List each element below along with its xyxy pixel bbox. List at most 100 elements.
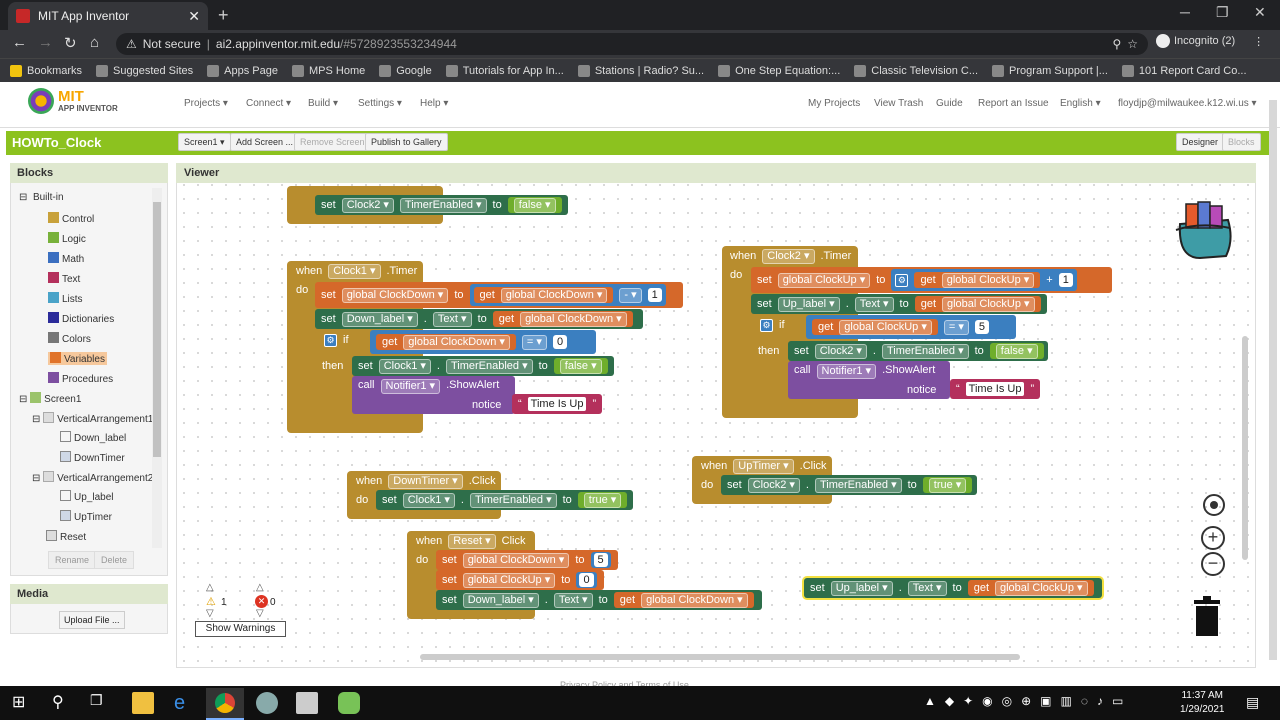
new-tab-button[interactable]: +	[218, 5, 229, 25]
language-select[interactable]: English ▾	[1060, 98, 1101, 109]
menu-dots-icon[interactable]: ⋮	[1253, 35, 1265, 48]
bookmark-item[interactable]: Google	[379, 64, 432, 77]
tree-screen1[interactable]: ⊟ Screen1	[19, 392, 82, 405]
tree-builtin[interactable]: ⊟ Built-in	[19, 192, 64, 203]
menu-build[interactable]: Build ▾	[308, 98, 339, 109]
profile-button[interactable]: Incognito (2) ⋮	[1156, 34, 1264, 48]
drawer-colors[interactable]: Colors	[48, 332, 91, 345]
close-window-icon[interactable]: ✕	[1254, 4, 1266, 20]
remove-screen-button[interactable]: Remove Screen	[294, 133, 371, 151]
bookmark-item[interactable]: Suggested Sites	[96, 64, 193, 77]
image-viewer-icon[interactable]	[296, 692, 318, 714]
warning-up-arrow-icon[interactable]: △	[206, 582, 214, 593]
rename-button[interactable]: Rename	[48, 551, 97, 569]
android-icon[interactable]	[338, 692, 360, 714]
drawer-text[interactable]: Text	[48, 272, 80, 285]
page-scrollbar[interactable]	[1269, 100, 1277, 660]
upload-file-button[interactable]: Upload File ...	[59, 611, 125, 629]
reload-icon[interactable]: ↻	[64, 35, 77, 52]
workspace-v-scrollbar[interactable]	[1242, 336, 1248, 560]
drawer-procedures[interactable]: Procedures	[48, 372, 113, 385]
tree-up-label[interactable]: Up_label	[60, 490, 113, 503]
publish-gallery-button[interactable]: Publish to Gallery	[365, 133, 448, 151]
back-icon[interactable]: ←	[12, 34, 27, 51]
chrome-taskbar-item[interactable]	[206, 688, 244, 720]
menu-settings[interactable]: Settings ▾	[358, 98, 402, 109]
zoom-in-icon[interactable]: +	[1201, 526, 1225, 550]
home-icon[interactable]: ⌂	[90, 34, 100, 51]
account-menu[interactable]: floydjp@milwaukee.k12.wi.us ▾	[1118, 98, 1257, 109]
link-guide[interactable]: Guide	[936, 98, 963, 109]
drawer-dictionaries[interactable]: Dictionaries	[48, 312, 114, 325]
drawer-lists[interactable]: Lists	[48, 292, 83, 305]
bookmark-item[interactable]: Classic Television C...	[854, 64, 978, 77]
forward-icon[interactable]: →	[38, 34, 53, 51]
backpack-icon[interactable]	[1170, 200, 1236, 260]
bookmark-item[interactable]: One Step Equation:...	[718, 64, 840, 77]
drawer-math[interactable]: Math	[48, 252, 84, 265]
blocks-scrollbar[interactable]	[152, 188, 162, 548]
task-view-icon[interactable]: ❐	[90, 692, 103, 708]
privacy-link[interactable]: Privacy Policy and Terms of Use	[560, 680, 689, 690]
blocks-button[interactable]: Blocks	[1222, 133, 1261, 151]
trash-icon[interactable]	[1192, 596, 1222, 636]
close-tab-icon[interactable]: ✕	[188, 7, 200, 24]
delete-button[interactable]: Delete	[94, 551, 135, 569]
windows-start-icon[interactable]: ⊞	[12, 694, 26, 711]
tree-verticalarrangement2[interactable]: ⊟ VerticalArrangement2	[32, 471, 154, 484]
file-explorer-icon[interactable]	[132, 692, 154, 714]
recenter-icon[interactable]	[1203, 494, 1225, 516]
designer-button[interactable]: Designer	[1176, 133, 1225, 151]
browser-tab[interactable]: MIT App Inventor ✕	[8, 2, 208, 30]
add-screen-button[interactable]: Add Screen ...	[230, 133, 300, 151]
tree-down-label[interactable]: Down_label	[60, 431, 126, 444]
star-icon[interactable]: ☆	[1127, 37, 1138, 51]
url-input[interactable]: ⚠ Not secure | ai2.appinventor.mit.edu/#…	[116, 33, 1148, 55]
bookmark-item[interactable]: Program Support |...	[992, 64, 1108, 77]
warning-down-arrow-icon[interactable]: ▽	[206, 608, 214, 619]
taskbar-clock[interactable]: 11:37 AM 1/29/2021	[1180, 690, 1225, 715]
zoom-out-icon[interactable]: −	[1201, 552, 1225, 576]
zoom-icon[interactable]: ⚲	[1112, 37, 1122, 51]
bookmark-item[interactable]: Bookmarks	[10, 64, 82, 77]
screen-select[interactable]: Screen1 ▾	[178, 133, 231, 151]
tree-uptimer[interactable]: UpTimer	[60, 510, 112, 523]
tree-reset[interactable]: Reset	[46, 530, 86, 543]
text-time-is-up-block-2[interactable]: “ Time Is Up ”	[950, 379, 1041, 399]
text-time-is-up-block[interactable]: “ Time Is Up ”	[512, 394, 603, 414]
menu-help[interactable]: Help ▾	[420, 98, 449, 109]
link-report-issue[interactable]: Report an Issue	[978, 98, 1049, 109]
bookmark-item[interactable]: Tutorials for App In...	[445, 64, 564, 77]
notifications-icon[interactable]: ▤	[1246, 694, 1260, 710]
show-warnings-button[interactable]: Show Warnings	[195, 621, 286, 637]
menu-projects[interactable]: Projects ▾	[184, 98, 228, 109]
bookmark-item[interactable]: Stations | Radio? Su...	[577, 64, 704, 77]
workspace-h-scrollbar[interactable]	[420, 654, 1020, 660]
edge-icon[interactable]: e	[174, 692, 186, 714]
menu-connect[interactable]: Connect ▾	[246, 98, 292, 109]
tree-downtimer[interactable]: DownTimer	[60, 451, 125, 464]
bookmark-item[interactable]: 101 Report Card Co...	[1121, 64, 1247, 77]
tree-verticalarrangement1[interactable]: ⊟ VerticalArrangement1	[32, 412, 154, 425]
system-tray-icons[interactable]: ▲◆✦◉◎⊕▣▥◌♪▭	[924, 694, 1133, 708]
drawer-control[interactable]: Control	[48, 212, 94, 225]
link-my-projects[interactable]: My Projects	[808, 98, 861, 109]
drawer-variables[interactable]: Variables	[48, 352, 107, 365]
error-up-arrow-icon[interactable]: △	[256, 582, 264, 593]
